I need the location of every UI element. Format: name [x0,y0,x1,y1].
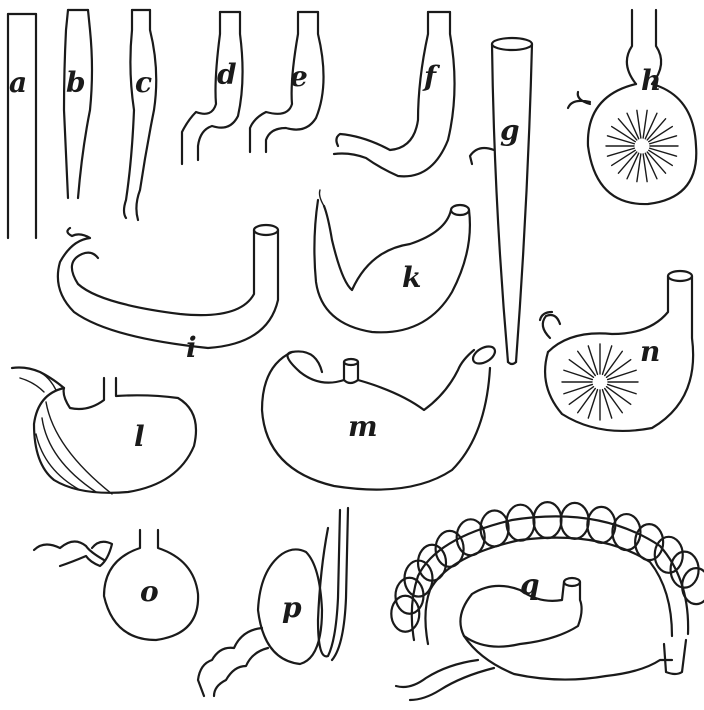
sacculation-lobe [506,505,534,541]
label-a: a [9,66,27,99]
ray-stroke [588,390,597,419]
figure-c: c [124,10,156,220]
label-n: n [640,335,660,368]
figure-g: g [470,38,532,364]
label-h: h [641,64,661,97]
label-o: o [140,575,159,608]
label-i: i [186,331,197,364]
ray-stroke [608,384,637,393]
figure-b: b [64,10,92,198]
sacculation-lobe [587,507,615,543]
figure-m: m [262,343,498,490]
figure-l: l [12,368,196,495]
label-m: m [348,410,378,443]
figure-k: k [314,190,470,332]
figure-i: i [58,225,278,364]
figure-f: f [334,12,455,176]
ray-stroke [650,148,677,156]
figure-o: o [34,530,198,640]
label-b: b [66,66,86,99]
figure-e: e [250,12,324,152]
figure-q: q [391,502,704,700]
ray-stroke [607,148,634,156]
label-e: e [290,60,308,93]
label-q: q [520,568,540,601]
ray-stroke [602,390,611,419]
ray-stroke [637,154,641,182]
ray-stroke [650,136,677,144]
label-p: p [282,591,302,624]
label-c: c [135,66,152,99]
sacculation-lobe [561,503,589,539]
ray-stroke [643,154,647,182]
label-f: f [422,60,441,93]
figure-h: h [568,10,696,204]
ray-stroke [643,110,647,138]
ray-stroke [564,370,593,379]
figure-a: a [8,14,36,238]
ray-stroke [607,136,634,144]
label-d: d [217,58,237,91]
figure-p: p [198,508,348,696]
label-g: g [500,114,520,147]
label-k: k [402,261,421,294]
ray-stroke [637,110,641,138]
sacculation-lobe [533,502,561,538]
label-l: l [134,420,145,453]
ray-stroke [588,346,597,375]
ray-stroke [608,370,637,379]
figure-d: d [182,12,243,164]
figure-n: n [540,271,693,431]
ray-stroke [564,384,593,393]
ray-stroke [602,346,611,375]
